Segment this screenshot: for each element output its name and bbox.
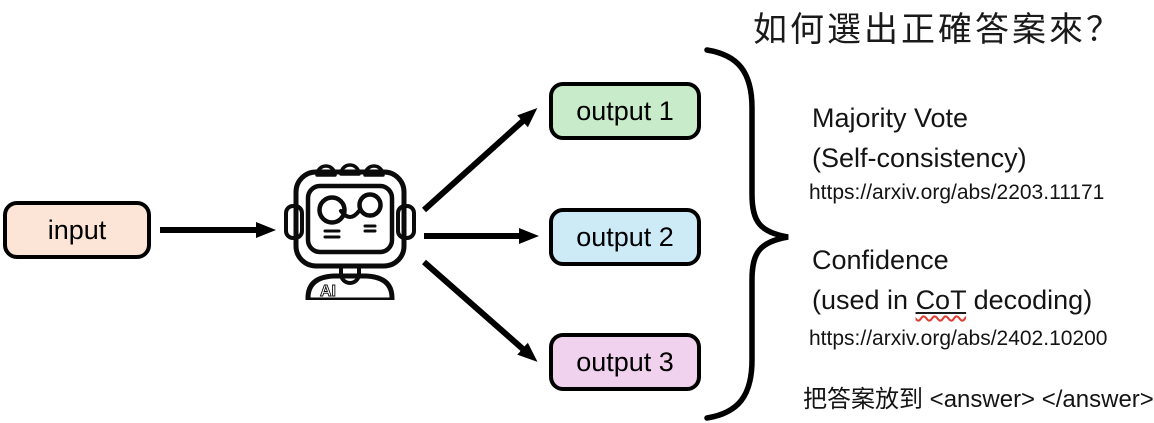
input-label: input (47, 214, 107, 245)
robot-eye-left (317, 195, 347, 225)
method-1-url: https://arxiv.org/abs/2203.11171 (809, 181, 1105, 204)
method-2-url: https://arxiv.org/abs/2402.10200 (809, 327, 1108, 350)
cot-spellcheck-word: CoT (915, 285, 967, 315)
method-majority-vote: Majority Vote (Self-consistency) (812, 98, 1027, 178)
method-1-subtitle: (Self-consistency) (812, 143, 1027, 173)
output-box-1: output 1 (549, 82, 701, 140)
robot-smile (339, 209, 361, 219)
method-1-name: Majority Vote (812, 103, 969, 133)
output-1-label: output 1 (576, 95, 674, 126)
method-confidence: Confidence (used in CoT decoding) (812, 240, 1092, 320)
arrow-robot-to-output3 (422, 259, 538, 362)
page-title: 如何選出正確答案來？ (753, 11, 1123, 49)
method-2-name: Confidence (812, 245, 949, 275)
method-2-subtitle: (used in CoT decoding) (812, 285, 1093, 315)
input-box: input (3, 201, 151, 259)
robot-ai-label: AI (320, 283, 336, 300)
ai-robot-icon: AI (284, 163, 416, 300)
output-box-2: output 2 (549, 208, 701, 266)
output-2-label: output 2 (576, 221, 674, 252)
curly-brace (704, 47, 789, 421)
robot-eye-right (357, 192, 383, 218)
output-box-3: output 3 (549, 333, 701, 391)
output-3-label: output 3 (576, 346, 674, 377)
answer-tag-note: 把答案放到 <answer> </answer> (803, 386, 1154, 413)
arrow-robot-to-output1 (421, 107, 538, 213)
